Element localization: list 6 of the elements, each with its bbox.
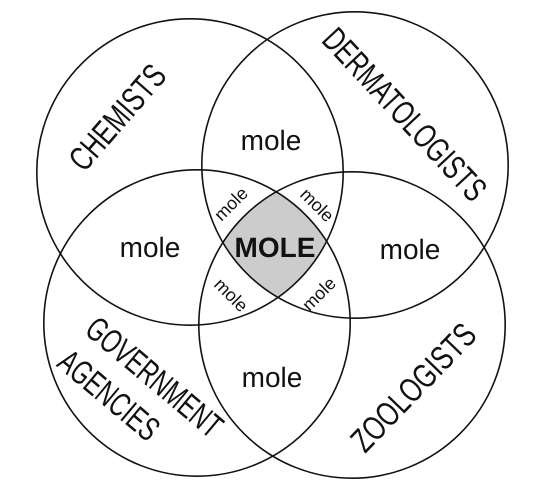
region-label: mole — [240, 127, 302, 155]
set-circle — [201, 11, 509, 319]
region-label: mole — [380, 236, 440, 264]
overlap-label: MOLE — [234, 234, 316, 262]
region-label: mole — [242, 364, 302, 392]
region-label: mole — [120, 234, 180, 262]
